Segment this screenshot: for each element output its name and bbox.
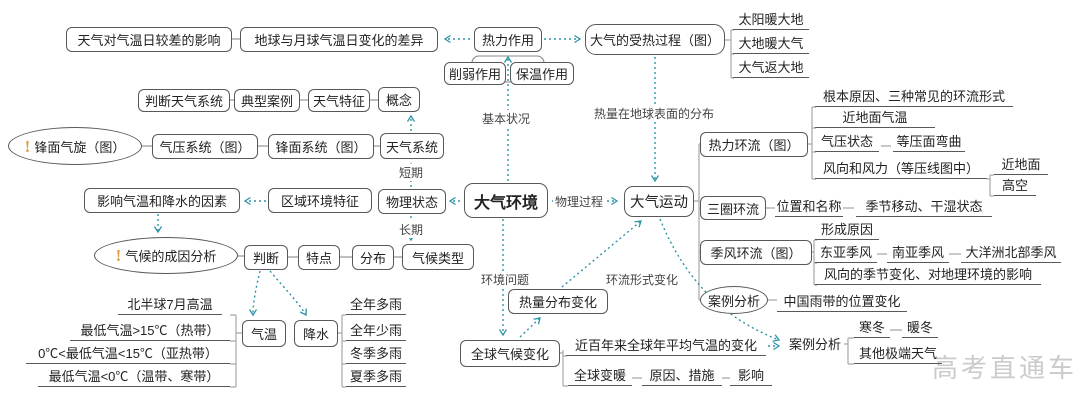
node-position-name: 位置和名称 — [775, 196, 843, 217]
node-rain-summer: 夏季多雨 — [346, 366, 406, 387]
node-oceania-monsoon: 大洋洲北部季风 — [961, 243, 1061, 263]
node-other-extreme: 其他极端天气 — [854, 344, 942, 364]
node-frontal-system: 锋面系统（图） — [268, 134, 374, 159]
node-cold-winter: 寒冬 — [854, 318, 890, 338]
node-global-climate-change: 全球气候变化 — [460, 340, 560, 367]
node-weather-features: 天气特征 — [308, 89, 370, 112]
node-thermal-effect: 热力作用 — [474, 27, 542, 52]
node-ground-warms-air: 大地暖大气 — [733, 32, 809, 54]
edge-label-long-term: 长期 — [397, 221, 426, 238]
node-distribution: 分布 — [352, 245, 394, 270]
node-weaken-effect: 削弱作用 — [444, 62, 506, 85]
node-east-asian-monsoon: 东亚季风 — [815, 243, 877, 263]
node-warm-winter: 暖冬 — [902, 318, 938, 338]
node-air-returns-ground: 大气返大地 — [733, 56, 809, 78]
node-climate-type: 气候类型 — [402, 244, 474, 270]
node-judge: 判断 — [244, 245, 288, 270]
node-insulation-effect: 保温作用 — [510, 62, 574, 85]
node-rain-winter: 冬季多雨 — [346, 343, 406, 364]
node-global-warming: 全球变暖 — [568, 365, 632, 386]
node-seasonal-move: 季节移动、干湿状态 — [856, 196, 992, 217]
node-earth-moon-diff: 地球与月球气温日变化的差异 — [240, 27, 438, 52]
exclamation-icon: ! — [24, 136, 31, 156]
node-climate-cause-analysis: ! 气候的成因分析 — [94, 237, 238, 274]
node-features: 特点 — [298, 245, 340, 270]
node-atmos-env: 大气环境 — [464, 183, 548, 218]
node-judge-weather-system: 判断天气系统 — [138, 89, 230, 112]
node-impact: 影响 — [730, 365, 772, 386]
node-concept: 概念 — [378, 87, 420, 112]
node-nh-july-hot: 北半球7月高温 — [118, 296, 222, 315]
node-high-altitude: 高空 — [994, 177, 1036, 196]
node-pressure-state: 气压状态 — [815, 132, 879, 152]
node-near-ground-temp: 近地面气温 — [815, 108, 935, 128]
node-temperature: 气温 — [242, 320, 286, 347]
node-typical-case: 典型案例 — [234, 89, 300, 112]
edge-label-heat-surface-dist: 热量在地球表面的分布 — [592, 105, 717, 122]
node-century-temp-change: 近百年来全球年平均气温的变化 — [566, 336, 766, 356]
node-south-asian-monsoon: 南亚季风 — [887, 243, 949, 263]
node-formation-cause: 形成原因 — [815, 220, 879, 240]
node-frontal-cyclone: ! 锋面气旋（图） — [8, 127, 142, 165]
node-weather-diurnal: 天气对气温日较差的影响 — [66, 27, 232, 52]
node-isobar-bend: 等压面弯曲 — [893, 132, 965, 152]
node-near-ground: 近地面 — [994, 155, 1048, 175]
node-precipitation: 降水 — [294, 320, 338, 347]
node-physical-state: 物理状态 — [378, 189, 446, 214]
node-temp-tropical: 最低气温>15℃（热带） — [70, 320, 230, 341]
node-atmos-motion: 大气运动 — [624, 186, 694, 217]
node-three-cell: 三圈环流 — [700, 196, 766, 220]
edge-label-circulation-change: 环流形式变化 — [604, 271, 681, 288]
node-wind-seasonal-change: 风向的季节变化、对地理环境的影响 — [815, 265, 1041, 285]
node-heat-dist-change: 热量分布变化 — [508, 289, 608, 314]
node-china-rainband: 中国雨带的位置变化 — [777, 291, 907, 312]
node-climate-cause-analysis-label: 气候的成因分析 — [125, 249, 217, 264]
exclamation-icon: ! — [115, 246, 122, 265]
node-wind-dir-force: 风向和风力（等压线图中） — [815, 158, 987, 179]
node-heating-process: 大气的受热过程（图） — [585, 24, 725, 55]
edge-label-physical-process: 物理过程 — [553, 193, 606, 210]
node-rain-all-year: 全年多雨 — [346, 296, 406, 315]
node-pressure-system: 气压系统（图） — [152, 134, 258, 159]
node-rain-little: 全年少雨 — [346, 320, 406, 341]
node-weather-system: 天气系统 — [380, 133, 444, 159]
node-frontal-cyclone-label: 锋面气旋（图） — [34, 139, 126, 155]
node-case-analysis-2: 案例分析 — [788, 337, 841, 352]
edge-label-basic-state: 基本状况 — [480, 110, 533, 127]
node-root-cause: 根本原因、三种常见的环流形式 — [815, 86, 1013, 107]
node-monsoon-circulation: 季风环流（图） — [700, 240, 812, 265]
node-temp-subtropical: 0℃<最低气温<15℃（亚热带） — [26, 343, 230, 364]
node-case-analysis-1: 案例分析 — [700, 286, 768, 314]
node-regional-env: 区域环境特征 — [268, 188, 372, 213]
watermark-text: 高考直通车 — [932, 353, 1078, 383]
node-sun-warms-ground: 太阳暖大地 — [733, 8, 809, 30]
node-cause-measures: 原因、措施 — [642, 365, 722, 386]
edge-label-env-problem: 环境问题 — [479, 271, 532, 288]
node-thermal-circulation: 热力环流（图） — [700, 132, 808, 157]
node-factors-temp-precip: 影响气温和降水的因素 — [84, 188, 240, 213]
edge-label-short-term: 短期 — [397, 164, 426, 181]
node-temp-temperate: 最低气温<0℃（温带、寒带） — [38, 366, 230, 387]
